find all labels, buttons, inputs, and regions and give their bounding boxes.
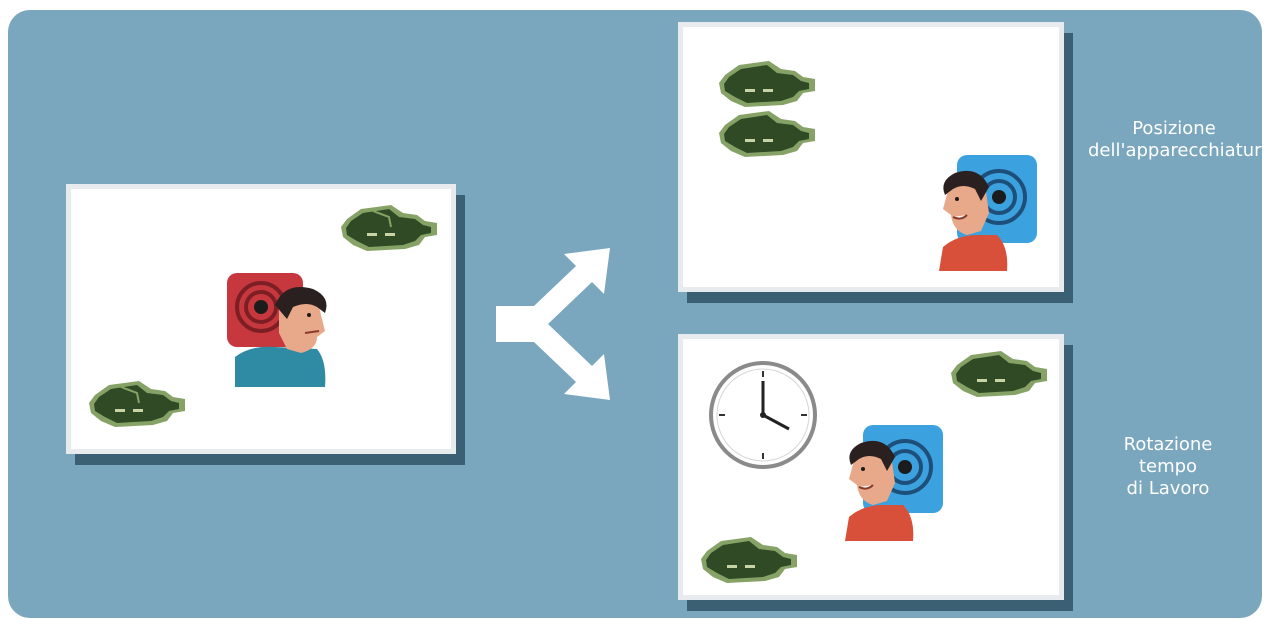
- room-initial: [66, 184, 456, 454]
- noisy-machine-icon: [333, 199, 445, 257]
- worker-high-exposure-icon: [221, 267, 341, 387]
- caption-line: Posizione: [1088, 118, 1260, 140]
- caption-equipment-position: Posizione dell'apparecchiature: [1088, 118, 1260, 162]
- room-equipment-position: [678, 22, 1064, 292]
- caption-line: dell'apparecchiature: [1088, 140, 1260, 162]
- branching-arrow-icon: [492, 244, 622, 404]
- noisy-machine-icon: [81, 375, 193, 433]
- noisy-machine-icon: [711, 105, 823, 163]
- worker-low-exposure-icon: [933, 151, 1043, 271]
- diagram-background: Posizione dell'apparecchiature Rotazione…: [8, 10, 1262, 618]
- worker-low-exposure-icon: [839, 421, 949, 541]
- caption-line: tempo: [1108, 456, 1228, 478]
- room-work-rotation: [678, 334, 1064, 600]
- noisy-machine-icon: [943, 345, 1055, 403]
- wall-clock-icon: [707, 359, 819, 471]
- caption-work-rotation: Rotazione tempo di Lavoro: [1108, 434, 1228, 500]
- noisy-machine-icon: [693, 531, 805, 589]
- caption-line: di Lavoro: [1108, 478, 1228, 500]
- caption-line: Rotazione: [1108, 434, 1228, 456]
